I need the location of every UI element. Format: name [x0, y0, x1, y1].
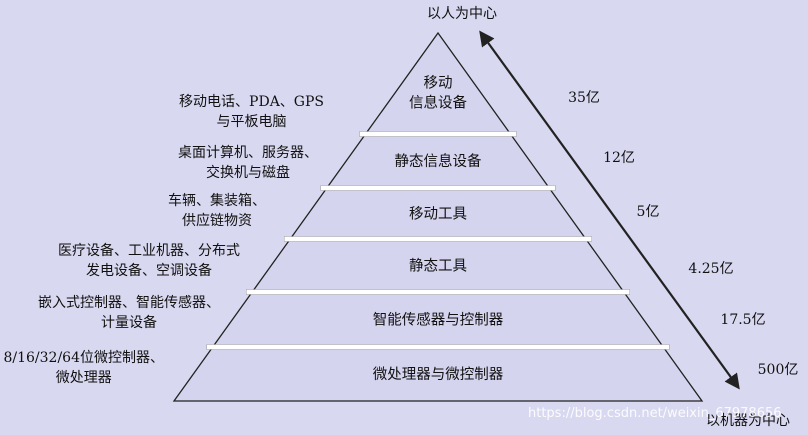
tier-count: 35亿	[568, 90, 600, 106]
tier-separator	[284, 236, 592, 242]
tier-name: 移动工具	[409, 206, 467, 223]
tier-separator	[320, 185, 556, 191]
tier-name: 静态工具	[409, 258, 467, 275]
human-machine-arrow	[479, 30, 740, 390]
tier-separator	[245, 289, 631, 295]
tier-count: 4.25亿	[688, 261, 733, 277]
tier-count: 500亿	[758, 362, 799, 378]
tier-examples: 车辆、集装箱、供应链物资	[168, 192, 266, 229]
watermark: https://blog.csdn.net/weixin_67978656	[528, 406, 782, 421]
tier-count: 17.5亿	[720, 312, 765, 328]
tier-name: 智能传感器与控制器	[373, 312, 504, 329]
tier-examples: 嵌入式控制器、智能传感器、计量设备	[38, 294, 220, 331]
tier-count: 12亿	[603, 150, 635, 166]
tier-separator	[206, 344, 670, 350]
tier-name: 移动信息设备	[409, 75, 467, 112]
bottom-axis-label: 以机器为中心	[706, 413, 790, 429]
tier-name: 静态信息设备	[395, 153, 482, 170]
tier-count: 5亿	[637, 204, 660, 220]
tier-examples: 8/16/32/64位微控制器、微处理器	[3, 350, 164, 386]
tier-examples: 医疗设备、工业机器、分布式发电设备、空调设备	[58, 242, 240, 279]
tier-separator	[359, 131, 517, 137]
top-axis-label: 以人为中心	[427, 6, 497, 22]
tier-examples: 桌面计算机、服务器、交换机与磁盘	[178, 145, 318, 181]
tier-name: 微处理器与微控制器	[373, 366, 504, 383]
